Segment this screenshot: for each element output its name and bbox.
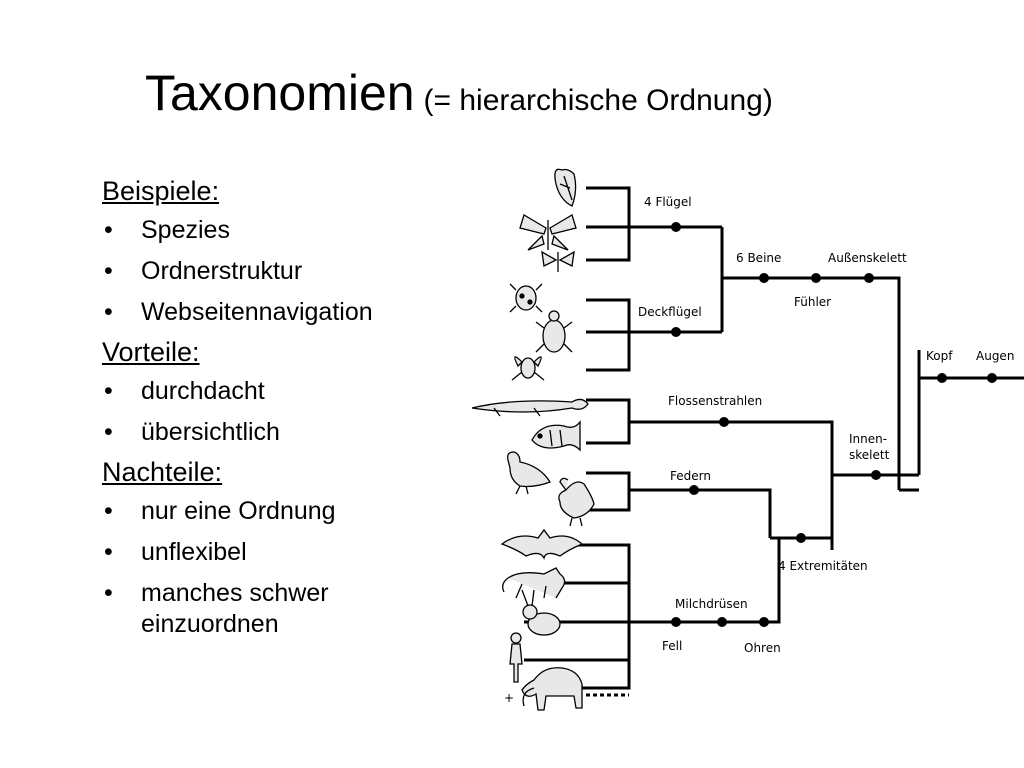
dot-six-legs	[759, 273, 769, 283]
butterfly-icon	[554, 168, 577, 207]
dot-fin-rays	[719, 417, 729, 427]
mammoth-icon	[521, 667, 583, 711]
label-elytra: Deckflügel	[638, 305, 702, 319]
label-exoskeleton: Außenskelett	[828, 251, 907, 265]
disadvantages-heading: Nachteile:	[102, 457, 223, 487]
label-four-wings: 4 Flügel	[644, 195, 692, 209]
branch-birds	[586, 471, 772, 538]
human-icon	[509, 632, 523, 683]
list-item: übersichtlich	[102, 412, 442, 453]
label-ears: Ohren	[744, 641, 781, 655]
tree-branches	[524, 186, 1024, 690]
label-eyes: Augen	[976, 349, 1014, 363]
dot-four-wings	[671, 222, 681, 232]
disadvantages-list: nur eine Ordnung unflexibel manches schw…	[102, 491, 442, 644]
dot-head	[937, 373, 947, 383]
ladybug-icon	[509, 283, 543, 313]
taxonomy-tree-diagram: 4 Flügel Deckflügel 6 Beine Fühler Außen…	[471, 168, 1024, 711]
label-feathers: Federn	[670, 469, 711, 483]
cat-icon	[502, 567, 566, 599]
advantages-heading: Vorteile:	[102, 337, 200, 367]
branch-insects	[720, 227, 901, 490]
branch-fish	[586, 398, 834, 550]
label-endoskeleton-2: skelett	[849, 448, 890, 462]
dot-four-limbs	[796, 533, 806, 543]
branch-mammals	[524, 538, 781, 690]
label-fur: Fell	[662, 639, 682, 653]
slide-content: Beispiele: Spezies Ordnerstruktur Websei…	[102, 172, 442, 644]
label-head: Kopf	[926, 349, 953, 363]
dot-elytra	[671, 327, 681, 337]
chicken-icon	[558, 477, 595, 527]
beetle-icon	[535, 310, 573, 353]
label-six-legs: 6 Beine	[736, 251, 781, 265]
bat-icon	[500, 528, 584, 560]
dot-fur	[671, 617, 681, 627]
dot-feathers	[689, 485, 699, 495]
animal-icons	[471, 168, 595, 711]
fish-long-icon	[471, 398, 589, 417]
list-item: unflexibel	[102, 532, 442, 573]
trait-labels: 4 Flügel Deckflügel 6 Beine Fühler Außen…	[638, 195, 1014, 655]
fish-icon	[531, 420, 581, 452]
advantages-list: durchdacht übersichtlich	[102, 371, 442, 453]
label-four-limbs: 4 Extremitäten	[778, 559, 868, 573]
list-item: nur eine Ordnung	[102, 491, 442, 532]
dot-endoskeleton	[871, 470, 881, 480]
slide-title: Taxonomien (= hierarchische Ordnung)	[145, 64, 773, 122]
extinct-marker: +	[504, 691, 514, 705]
dot-antennae	[811, 273, 821, 283]
list-item: Spezies	[102, 210, 442, 251]
list-item: Ordnerstruktur	[102, 251, 442, 292]
dot-exoskeleton	[864, 273, 874, 283]
trait-dots	[671, 222, 997, 627]
title-main: Taxonomien	[145, 65, 415, 121]
label-endoskeleton-1: Innen-	[849, 432, 887, 446]
list-item: manches schwer einzuordnen	[102, 573, 442, 644]
label-antennae: Fühler	[794, 295, 831, 309]
dot-eyes	[987, 373, 997, 383]
rabbit-icon	[521, 589, 561, 636]
examples-heading: Beispiele:	[102, 176, 220, 206]
label-fin-rays: Flossenstrahlen	[668, 394, 762, 408]
list-item: durchdacht	[102, 371, 442, 412]
title-subtitle: (= hierarchische Ordnung)	[423, 84, 773, 117]
list-item: Webseitennavigation	[102, 292, 442, 333]
moth-icon	[519, 214, 577, 251]
dot-ears	[759, 617, 769, 627]
small-moth-icon	[541, 250, 575, 272]
branch-root	[899, 350, 1024, 492]
dot-milk-glands	[717, 617, 727, 627]
pigeon-icon	[506, 451, 551, 495]
label-milk-glands: Milchdrüsen	[675, 597, 748, 611]
fly-icon	[511, 356, 545, 381]
examples-list: Spezies Ordnerstruktur Webseitennavigati…	[102, 210, 442, 333]
